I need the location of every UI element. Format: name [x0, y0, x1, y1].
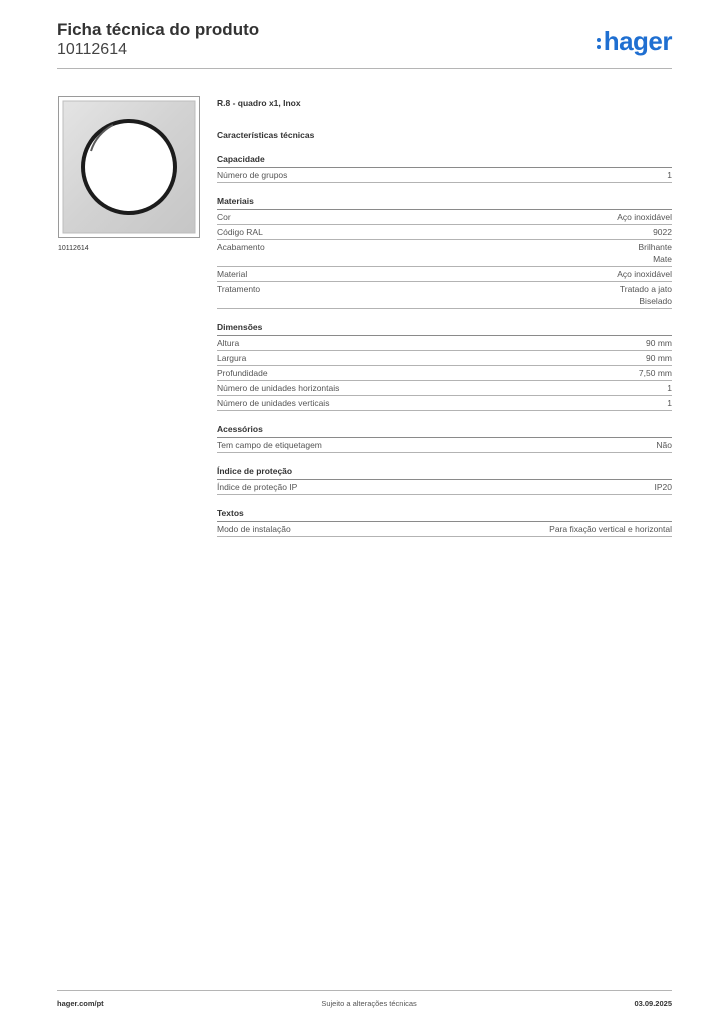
spec-value-line: 1 — [667, 170, 672, 180]
spec-value-line: Mate — [653, 254, 672, 264]
spec-value: Aço inoxidável — [617, 211, 672, 223]
spec-label: Número de unidades horizontais — [217, 383, 340, 393]
spec-row: Número de grupos 1 — [217, 168, 672, 183]
document-footer: hager.com/pt Sujeito a alterações técnic… — [57, 999, 672, 1008]
spec-row: Número de unidades horizontais 1 — [217, 381, 672, 396]
spec-value: Não — [656, 439, 672, 451]
spec-group-title: Materiais — [217, 195, 672, 210]
spec-value-line: 90 mm — [646, 353, 672, 363]
logo-text: hager — [603, 26, 673, 56]
document-header: Ficha técnica do produto 10112614 — [57, 20, 259, 59]
spec-group-title: Índice de proteção — [217, 465, 672, 480]
spec-label: Altura — [217, 338, 240, 348]
spec-value-line: Brilhante — [638, 242, 672, 252]
spec-label: Modo de instalação — [217, 524, 291, 534]
spec-value: IP20 — [655, 481, 673, 493]
spec-value-line: Aço inoxidável — [617, 269, 672, 279]
spec-label: Largura — [217, 353, 247, 363]
spec-row: Largura 90 mm — [217, 351, 672, 366]
spec-value: 7,50 mm — [639, 367, 672, 379]
spec-label: Acabamento — [217, 242, 265, 252]
footer-date: 03.09.2025 — [634, 999, 672, 1008]
spec-value: 9022 — [653, 226, 672, 238]
spec-label: Código RAL — [217, 227, 263, 237]
spec-value: 90 mm — [646, 352, 672, 364]
spec-label: Tratamento — [217, 284, 261, 294]
spec-group-title: Acessórios — [217, 423, 672, 438]
spec-label: Tem campo de etiquetagem — [217, 440, 322, 450]
spec-label: Profundidade — [217, 368, 268, 378]
spec-row: Número de unidades verticais 1 — [217, 396, 672, 411]
section-title: Características técnicas — [217, 130, 315, 140]
spec-value-line: 1 — [667, 398, 672, 408]
spec-value-line: Tratado a jato — [619, 284, 672, 294]
image-caption: 10112614 — [58, 245, 89, 252]
hager-logo: hager — [596, 26, 673, 56]
footer-divider — [57, 990, 672, 991]
spec-row: Modo de instalação Para fixação vertical … — [217, 522, 672, 537]
product-name: R.8 - quadro x1, Inox — [217, 98, 301, 108]
spec-value: Para fixação vertical e horizontal — [549, 523, 672, 535]
spec-value: Aço inoxidável — [617, 268, 672, 280]
spec-row: Profundidade 7,50 mm — [217, 366, 672, 381]
footer-website[interactable]: hager.com/pt — [57, 999, 104, 1008]
spec-value-line: 1 — [667, 383, 672, 393]
spec-value-line: 90 mm — [646, 338, 672, 348]
document-title: Ficha técnica do produto — [57, 20, 260, 39]
spec-group-title: Capacidade — [217, 153, 672, 168]
frame-illustration-icon — [62, 100, 196, 234]
spec-row: Altura 90 mm — [217, 336, 672, 351]
spec-label: Número de grupos — [217, 170, 288, 180]
spec-row: Cor Aço inoxidável — [217, 210, 672, 225]
spec-label: Número de unidades verticais — [217, 398, 330, 408]
spec-value-line: Biselado — [639, 296, 672, 306]
spec-label: Material — [217, 269, 248, 279]
spec-value-line: 7,50 mm — [638, 368, 672, 378]
spec-row: Índice de proteção IP IP20 — [217, 480, 672, 495]
spec-row: Tem campo de etiquetagem Não — [217, 438, 672, 453]
spec-value-line: Não — [656, 440, 672, 450]
spec-label: Cor — [217, 212, 231, 222]
spec-value: 1 — [667, 397, 672, 409]
spec-value-line: Para fixação vertical e horizontal — [549, 524, 672, 534]
spec-value-line: IP20 — [654, 482, 673, 492]
header-divider — [57, 68, 672, 69]
spec-row: Material Aço inoxidável — [217, 267, 672, 282]
spec-value-line: 9022 — [653, 227, 672, 237]
spec-value: 1 — [667, 169, 672, 181]
spec-value: 90 mm — [646, 337, 672, 349]
product-number: 10112614 — [57, 41, 127, 58]
spec-group-title: Dimensões — [217, 321, 672, 336]
spec-label: Índice de proteção IP — [217, 482, 298, 492]
footer-note: Sujeito a alterações técnicas — [321, 999, 417, 1008]
specification-content: R.8 - quadro x1, Inox Características té… — [217, 97, 672, 537]
spec-value-line: Aço inoxidável — [617, 212, 672, 222]
spec-row: Código RAL 9022 — [217, 225, 672, 240]
logo-colon-icon — [596, 35, 602, 52]
product-image — [58, 96, 200, 238]
spec-group-title: Textos — [217, 507, 672, 522]
spec-value: 1 — [667, 382, 672, 394]
